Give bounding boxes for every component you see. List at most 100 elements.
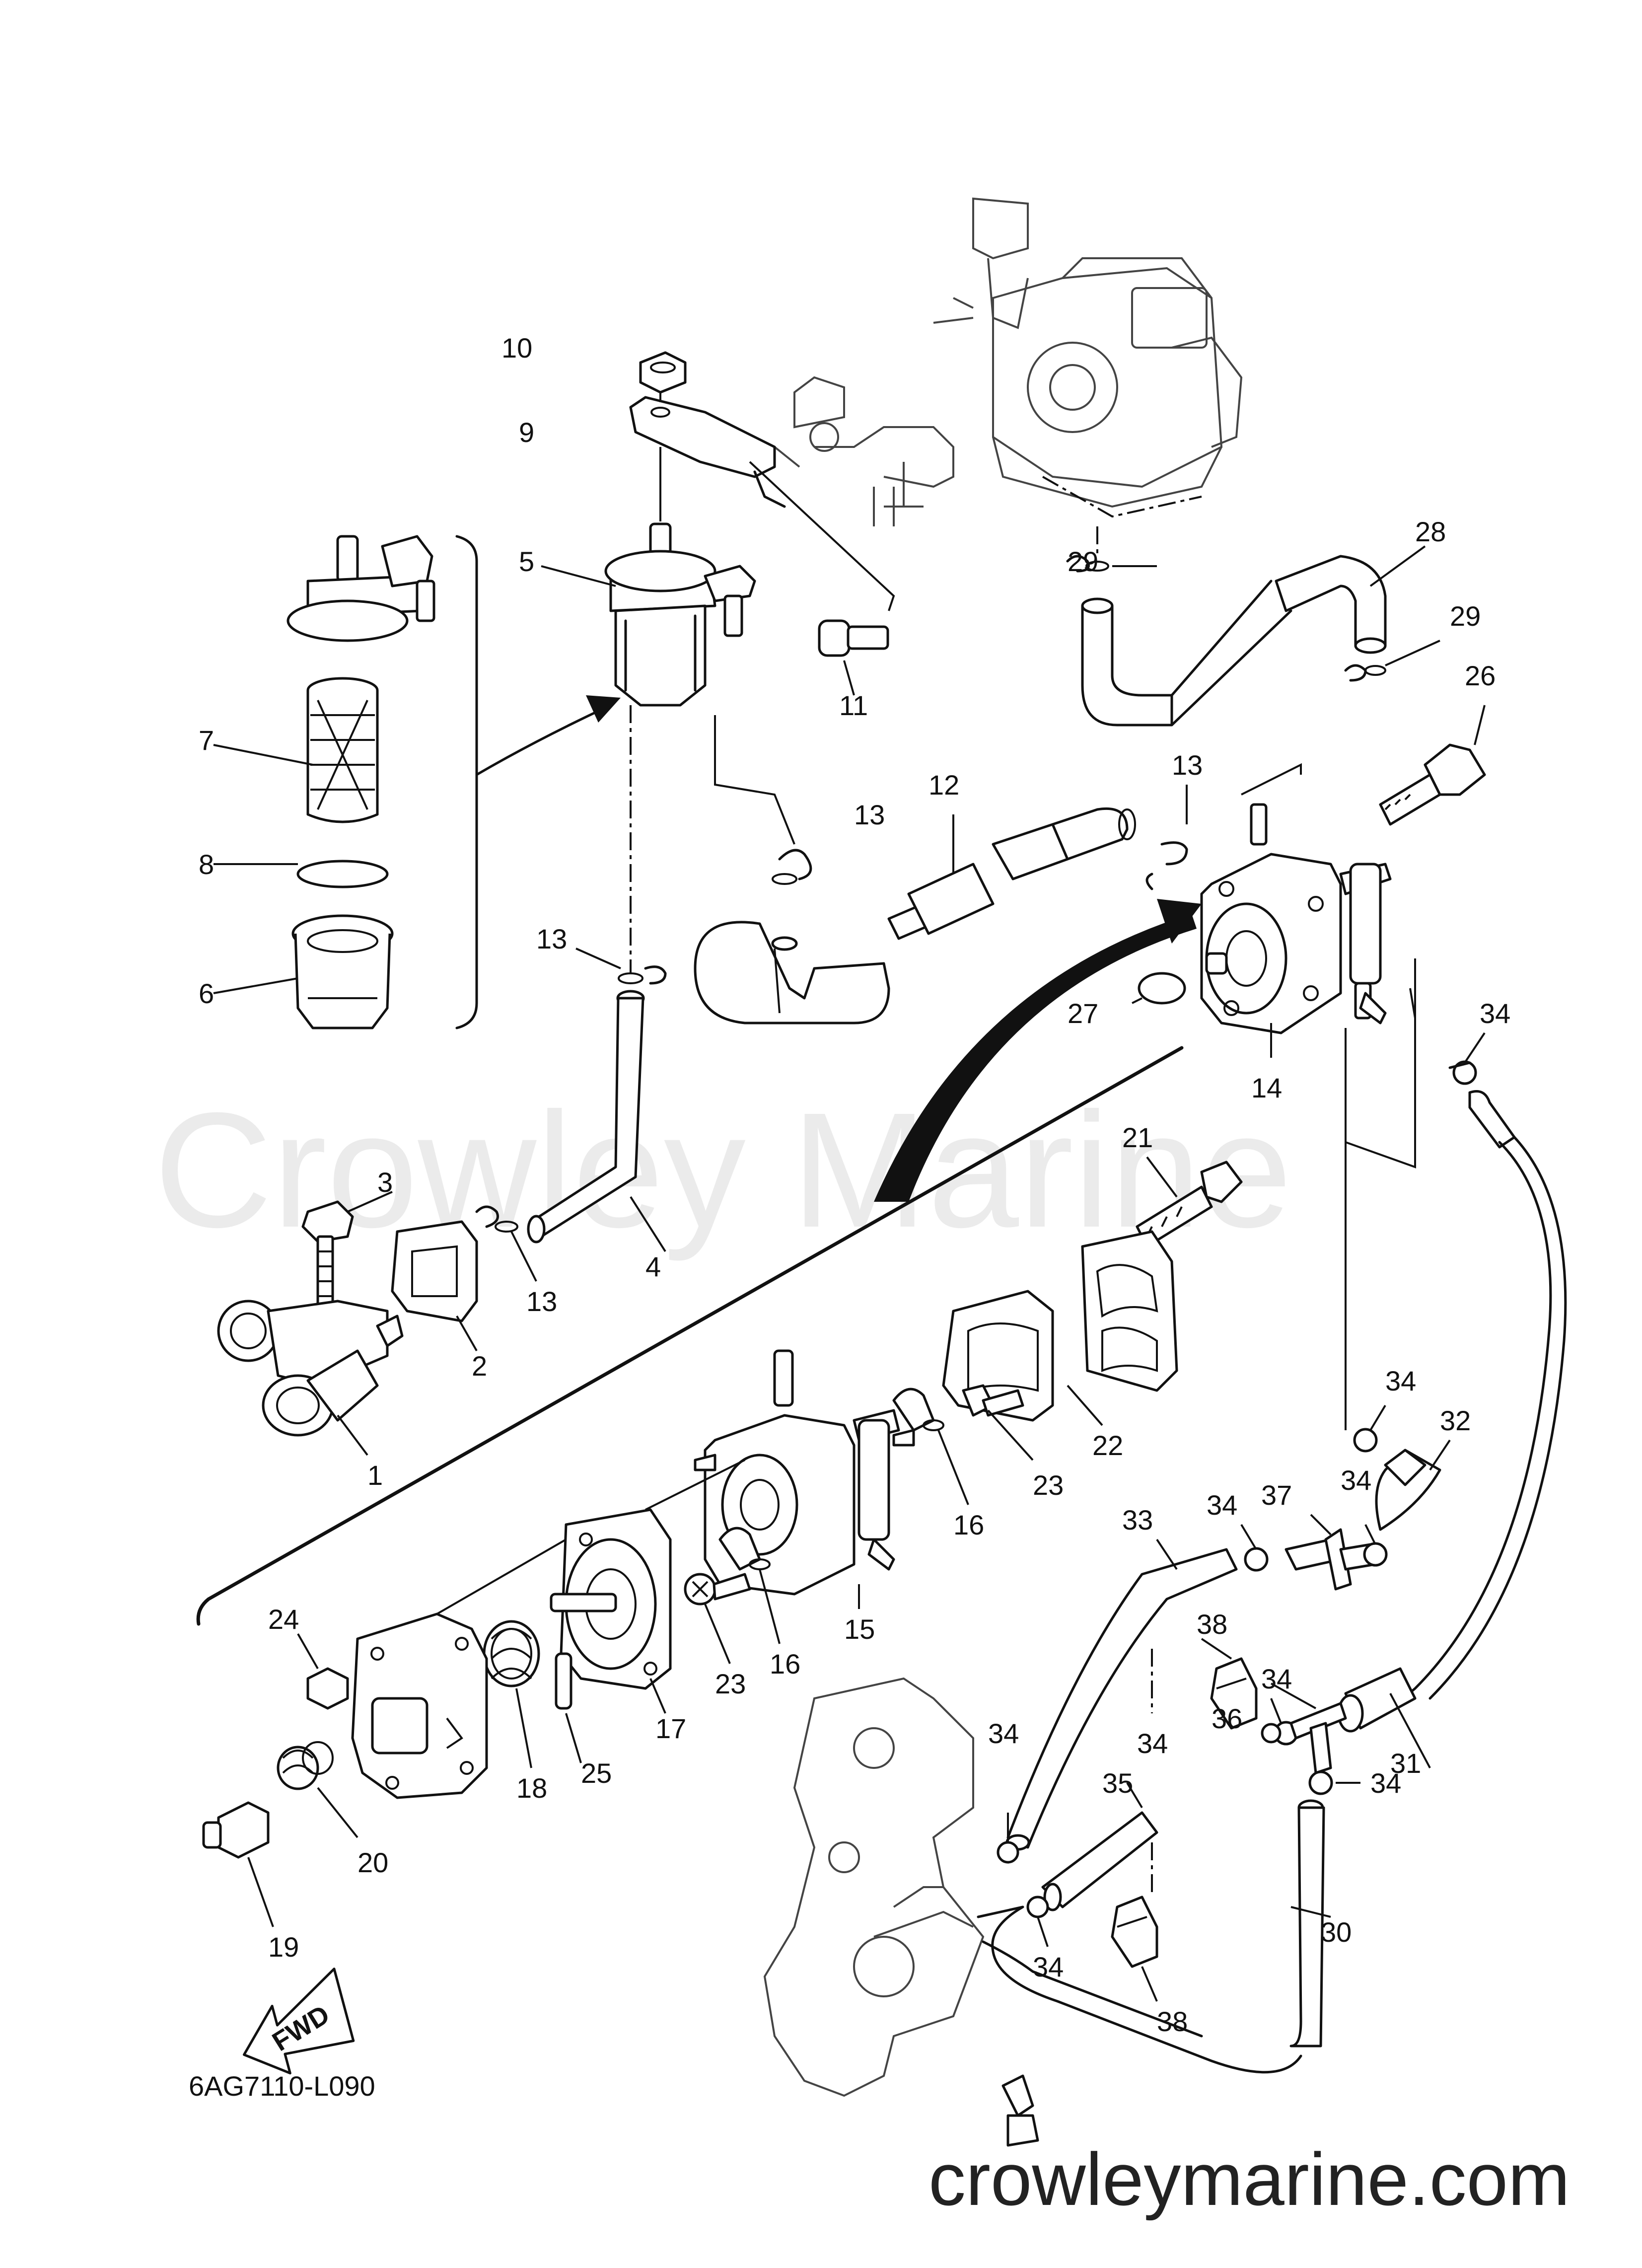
part-36-t-joint [1289, 1702, 1347, 1774]
part-4-hose [527, 990, 645, 1244]
part-9-bracket [629, 396, 786, 508]
part-29-clip-b [1344, 664, 1386, 682]
callout-8: 8 [199, 849, 214, 880]
hose-loop [694, 921, 890, 1024]
callout-34g: 34 [1137, 1728, 1168, 1759]
part-17-diaphragm [550, 1508, 672, 1690]
part-14-fuel-pump [1200, 803, 1392, 1034]
part-13-clip-a [772, 849, 812, 885]
part-34-clamp-h [997, 1841, 1019, 1864]
callout-32: 32 [1440, 1405, 1471, 1436]
callout-26: 26 [1465, 660, 1496, 691]
part-23-screw-b [684, 1573, 751, 1606]
callout-38b: 38 [1157, 2006, 1188, 2037]
lower-fuel-hose [977, 1905, 1302, 2147]
part-13-clip-c [1145, 841, 1188, 890]
callout-34e: 34 [1261, 1663, 1292, 1694]
callout-25: 25 [581, 1757, 612, 1789]
part-33-hose [1005, 1548, 1238, 1851]
callout-13b: 13 [536, 923, 567, 954]
callout-37: 37 [1261, 1479, 1292, 1511]
callout-29b: 29 [1450, 600, 1481, 632]
part-13-clip-b [618, 965, 667, 985]
part-15-pump-body [694, 1349, 915, 1596]
callout-11: 11 [839, 690, 868, 721]
callout-33: 33 [1122, 1504, 1153, 1536]
callout-35: 35 [1102, 1767, 1133, 1799]
callout-34h: 34 [988, 1718, 1019, 1749]
callout-12: 12 [928, 769, 959, 801]
callout-27: 27 [1068, 998, 1098, 1029]
callout-13d: 13 [526, 1286, 557, 1317]
part-1-valve [217, 1300, 404, 1437]
callout-4: 4 [645, 1251, 661, 1282]
callout-5: 5 [519, 546, 534, 577]
part-34-clamp-d [1353, 1428, 1378, 1453]
part-34-clamp-b [1244, 1547, 1269, 1572]
part-34-clamp-f [1308, 1770, 1333, 1795]
callout-34b: 34 [1207, 1489, 1237, 1521]
part-11-bolt [818, 619, 889, 657]
part-3-screw [301, 1200, 354, 1308]
callout-34i: 34 [1033, 1951, 1064, 1982]
callout-18: 18 [516, 1772, 547, 1804]
callout-14: 14 [1251, 1072, 1282, 1103]
part-26-screw [1379, 743, 1486, 826]
part-35-hose [1041, 1811, 1158, 1911]
part-12-hose [887, 807, 1136, 940]
part-34-clamp-i [1026, 1896, 1049, 1918]
callout-28: 28 [1415, 516, 1446, 547]
callout-16a: 16 [953, 1509, 984, 1540]
filter-exploded-group [286, 535, 435, 642]
callout-21: 21 [1122, 1122, 1153, 1153]
callout-1: 1 [367, 1460, 383, 1491]
part-8-o-ring [296, 860, 389, 888]
part-34-clamp-g [1261, 1723, 1282, 1744]
part-20-spring [277, 1741, 334, 1790]
part-38-clip-b [1111, 1896, 1158, 1968]
callout-34c: 34 [1341, 1464, 1371, 1496]
part-16-check-valve-b [718, 1527, 771, 1571]
callout-7: 7 [199, 725, 214, 756]
part-28-hose [1081, 555, 1387, 727]
part-7-filter-element [306, 677, 379, 823]
part-21-screw [1136, 1161, 1243, 1248]
part-10-nut [639, 351, 687, 394]
part-19-plunger [202, 1801, 270, 1859]
part-25-pin [555, 1652, 572, 1710]
callout-20: 20 [357, 1847, 388, 1878]
part-24-nut [306, 1667, 349, 1710]
part-23-screw-a [962, 1384, 1024, 1417]
part-27-o-ring [1138, 972, 1186, 1005]
callout-16b: 16 [770, 1648, 800, 1680]
part-38-clip-a [1210, 1657, 1258, 1730]
callout-24: 24 [268, 1604, 299, 1635]
diagram-code: 6AG7110-L090 [189, 2070, 375, 2102]
callout-23a: 23 [1033, 1469, 1064, 1501]
callout-34f: 34 [1370, 1767, 1401, 1799]
crankcase-outline [763, 1677, 985, 2097]
callout-19: 19 [268, 1931, 299, 1963]
callout-23b: 23 [715, 1668, 746, 1699]
callout-10: 10 [501, 332, 532, 364]
fwd-arrow: FWD [243, 1968, 355, 2075]
part-34-clamp-a [1448, 1060, 1477, 1085]
part-34-clamp-c [1363, 1542, 1388, 1567]
callout-17: 17 [655, 1713, 686, 1744]
part-5-fuel-filter [604, 522, 756, 707]
callout-38a: 38 [1197, 1609, 1227, 1640]
part-32-hose [1375, 1449, 1441, 1531]
callout-34a: 34 [1480, 998, 1510, 1029]
callout-2: 2 [472, 1350, 487, 1382]
callout-6: 6 [199, 978, 214, 1009]
part-13-clip-d [475, 1205, 518, 1233]
callout-13a: 13 [854, 799, 885, 830]
part-pump-cover [351, 1612, 488, 1799]
website-text: crowleymarine.com [928, 2137, 1570, 2221]
part-37-t-joint [1285, 1528, 1377, 1591]
callout-15: 15 [844, 1613, 875, 1645]
part-2-gasket [391, 1220, 478, 1322]
callout-29a: 29 [1068, 546, 1098, 577]
